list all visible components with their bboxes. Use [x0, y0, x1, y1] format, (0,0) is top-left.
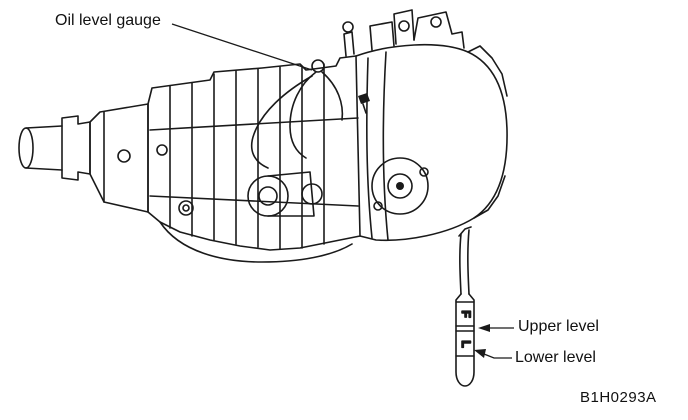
oil-gauge-leader-line: [171, 23, 313, 71]
upper-level-leader: [478, 324, 514, 332]
transmission-case: [147, 55, 361, 251]
extension-housing: [89, 103, 149, 213]
transmission-assembly: [18, 9, 508, 263]
reference-code: B1H0293A: [580, 389, 657, 406]
top-mount-brackets: [342, 9, 465, 57]
lower-level-leader: [474, 349, 512, 359]
oil-level-gauge-label: Oil level gauge: [55, 12, 161, 29]
output-shaft: [18, 115, 91, 181]
case-bolts: [156, 144, 194, 216]
output-flange-boss: [371, 157, 429, 215]
dipstick-detail: F L: [455, 226, 475, 387]
cable-harness: [250, 75, 313, 169]
lower-level-label: Lower level: [515, 349, 596, 366]
bolt: [358, 93, 370, 114]
dipstick-low-mark: L: [459, 340, 473, 347]
dipstick-level-marks: [455, 301, 475, 357]
oil-pan: [159, 221, 353, 263]
upper-level-label: Upper level: [518, 318, 599, 335]
dipstick-full-mark: F: [459, 310, 473, 317]
oil-level-gauge-tube: [289, 59, 344, 159]
leader-lines: [171, 23, 514, 359]
bell-housing: [355, 44, 508, 242]
dipstick-rod: [458, 226, 472, 295]
servo-cylinder: [247, 171, 323, 217]
dipstick-blade: [455, 293, 475, 387]
